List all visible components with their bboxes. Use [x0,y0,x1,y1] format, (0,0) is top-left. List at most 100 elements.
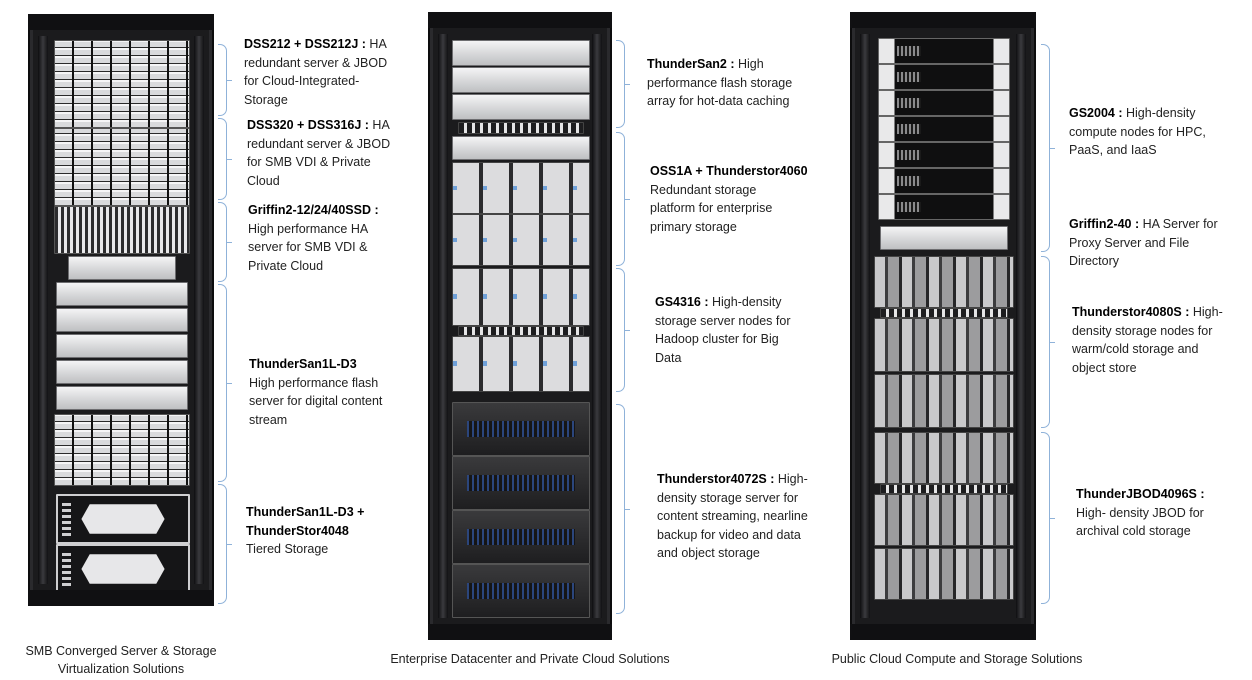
rack-unit-thunderjbod4096s [874,494,1014,546]
rack-unit-griffin2-front [68,256,176,280]
product-name: ThunderSan1L-D3 + [246,505,365,519]
rack-rail [438,34,448,618]
product-name: DSS212 + DSS212J : [244,37,366,51]
product-desc: object store [1072,360,1137,375]
rack-unit-thundersan2 [452,94,590,120]
brace [218,202,232,282]
product-name: Thunderstor4072S : [657,472,775,486]
rack-unit-dss320 [54,128,190,206]
rack-foot [428,624,612,640]
brace [616,268,630,392]
rack-rail [38,36,48,584]
brace [1041,432,1055,604]
rack-unit-thunderstor4072s [452,402,590,456]
product-desc: for Cloud-Integrated- [244,74,360,88]
rack-unit-gs2004 [878,64,1010,90]
product-name: ThunderStor4048 [246,523,349,538]
rack-unit-thunderstor4080s [874,318,1014,372]
rack-unit-thundersan1l [56,360,188,384]
rack-unit-thunderstor4080s [874,256,1014,308]
rack-unit-griffin2-40 [880,226,1008,250]
rack-unit-thunderstor4072s [452,564,590,618]
product-desc: server for digital content [249,394,383,408]
rack-unit-thunderstor4048 [54,414,190,486]
product-label-dss320: DSS320 + DSS316J : HA redundant server &… [247,116,427,190]
product-desc: density storage nodes for [1072,323,1213,338]
rack-unit-thunderjbod4096s [874,548,1014,600]
rack-unit-gs2004 [878,116,1010,142]
rack-unit-thunderstor4080s [874,374,1014,428]
product-label-gs2004: GS2004 : High-density compute nodes for … [1069,104,1249,160]
rack-unit-thundersan1l [56,334,188,358]
product-desc: High-density [708,295,782,309]
rack-unit-thunderstor4060 [452,214,590,266]
rack-foot [28,590,214,606]
product-desc: warm/cold storage and [1072,342,1199,356]
product-label-oss1a: OSS1A + Thunderstor4060 Redundant storag… [650,162,840,236]
product-desc: High- density JBOD for [1076,505,1204,520]
product-desc: stream [249,412,288,427]
rack-unit-gs2004 [878,38,1010,64]
product-name: OSS1A + Thunderstor4060 [650,164,808,178]
rack-unit-gs2004 [878,194,1010,220]
product-name: ThunderSan1L-D3 [249,357,357,371]
product-label-thunderstor4080s: Thunderstor4080S : High- density storage… [1072,303,1250,377]
product-desc: Private Cloud [248,258,324,273]
product-desc: for SMB VDI & Private [247,155,371,169]
product-desc: storage server nodes for [655,313,791,328]
product-label-tiered: ThunderSan1L-D3 + ThunderStor4048 Tiered… [246,503,426,559]
product-desc: redundant server & JBOD [247,136,391,151]
rack-unit-dss212 [54,40,190,128]
rack-rail [592,34,602,618]
brace [616,132,630,266]
rack-unit-switch [458,122,584,134]
rack-smb [28,14,214,606]
rack-rail [860,34,870,618]
product-desc: High- [1189,305,1223,319]
brace [218,284,232,482]
rack-unit-thunderstor4072s [452,456,590,510]
brace [218,44,232,116]
rack-unit-switch [880,484,1008,494]
caption-line: Virtualization Solutions [57,662,185,676]
rack-enterprise [428,12,612,640]
product-name: Thunderstor4080S : [1072,305,1190,319]
product-desc: content streaming, nearline [657,509,808,523]
rack-foot [850,624,1036,640]
product-desc: primary storage [650,219,737,234]
product-desc: density storage server for [657,490,799,505]
product-desc: Cloud [247,173,280,188]
product-desc: High [734,57,764,71]
product-label-thundersan2: ThunderSan2 : High performance flash sto… [647,55,837,111]
rack-rail [194,36,204,584]
product-label-gs4316: GS4316 : High-density storage server nod… [655,293,845,367]
product-desc: HA [368,118,390,132]
rack-public-cloud [850,12,1036,640]
product-desc: backup for video and data [657,527,801,542]
rack-unit-gs4316 [452,336,590,392]
product-label-griffin2-40: Griffin2-40 : HA Server for Proxy Server… [1069,215,1249,271]
product-desc: High performance HA [248,221,369,236]
product-desc: compute nodes for HPC, [1069,124,1206,139]
rack-unit-thundersan2 [452,67,590,93]
brace [218,484,232,604]
brace [616,40,630,128]
rack-top [850,12,1036,28]
product-desc: Data [655,350,682,365]
rack-unit-thunderstor4072s [452,510,590,564]
product-desc: Hadoop cluster for Big [655,332,779,346]
product-name: GS2004 : [1069,106,1123,120]
brace [218,118,232,200]
caption-line: Public Cloud Compute and Storage Solutio… [831,652,1083,666]
product-desc: High performance flash [249,375,379,390]
rack-unit-tiered [56,544,190,594]
product-label-dss212: DSS212 + DSS212J : HA redundant server &… [244,35,424,109]
product-name: ThunderJBOD4096S : [1076,487,1205,501]
product-label-thunderjbod4096s: ThunderJBOD4096S : High- density JBOD fo… [1076,485,1250,541]
rack-unit-thundersan2 [452,40,590,66]
rack-unit-gs2004 [878,142,1010,168]
product-name: ThunderSan2 : [647,57,735,71]
rack-unit-switch [880,308,1008,318]
product-desc: redundant server & JBOD [244,55,388,70]
product-label-thunderstor4072s: Thunderstor4072S : High- density storage… [657,470,847,563]
